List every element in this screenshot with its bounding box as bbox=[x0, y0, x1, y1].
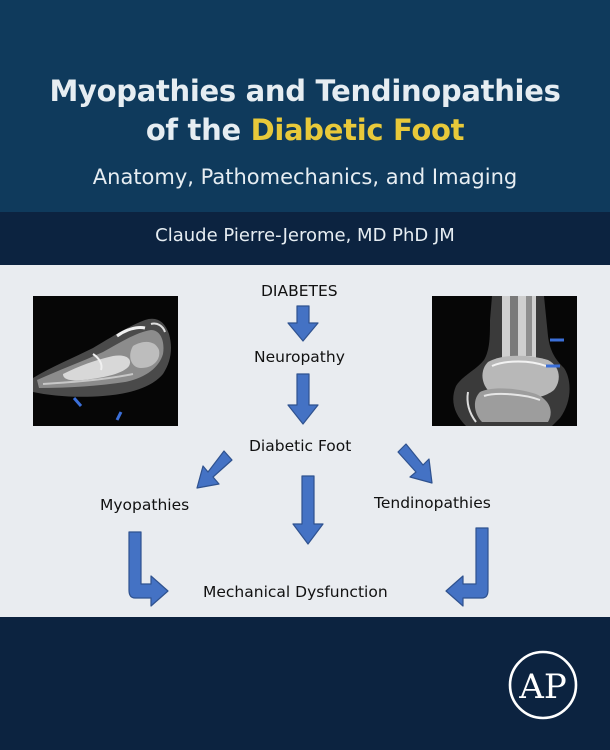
flow-node-neuropathy: Neuropathy bbox=[254, 348, 345, 366]
book-title: Myopathies and Tendinopathies of the Dia… bbox=[0, 72, 610, 150]
bottom-band bbox=[0, 617, 610, 750]
flow-node-diabetes: DIABETES bbox=[261, 282, 338, 300]
title-line-2-prefix: of the bbox=[145, 113, 251, 147]
mri-foot-sagittal-graphic bbox=[33, 296, 178, 426]
flow-node-diabetic-foot: Diabetic Foot bbox=[249, 437, 352, 455]
publisher-logo: AP bbox=[508, 650, 578, 720]
mri-ankle-coronal-image bbox=[432, 296, 577, 426]
flow-node-mechanical-dysfunction: Mechanical Dysfunction bbox=[203, 583, 388, 601]
title-band bbox=[0, 0, 610, 212]
mri-ankle-coronal-graphic bbox=[432, 296, 577, 426]
publisher-logo-letters: AP bbox=[518, 667, 566, 707]
book-author: Claude Pierre-Jerome, MD PhD JM bbox=[155, 225, 455, 246]
title-line-2: of the Diabetic Foot bbox=[0, 111, 610, 150]
mri-foot-sagittal-image bbox=[33, 296, 178, 426]
title-line-1: Myopathies and Tendinopathies bbox=[49, 74, 561, 108]
flow-node-myopathies: Myopathies bbox=[100, 496, 190, 514]
flow-node-tendinopathies: Tendinopathies bbox=[374, 494, 491, 512]
author-band bbox=[0, 212, 610, 265]
title-accent: Diabetic Foot bbox=[250, 113, 465, 147]
book-subtitle: Anatomy, Pathomechanics, and Imaging bbox=[92, 165, 518, 189]
